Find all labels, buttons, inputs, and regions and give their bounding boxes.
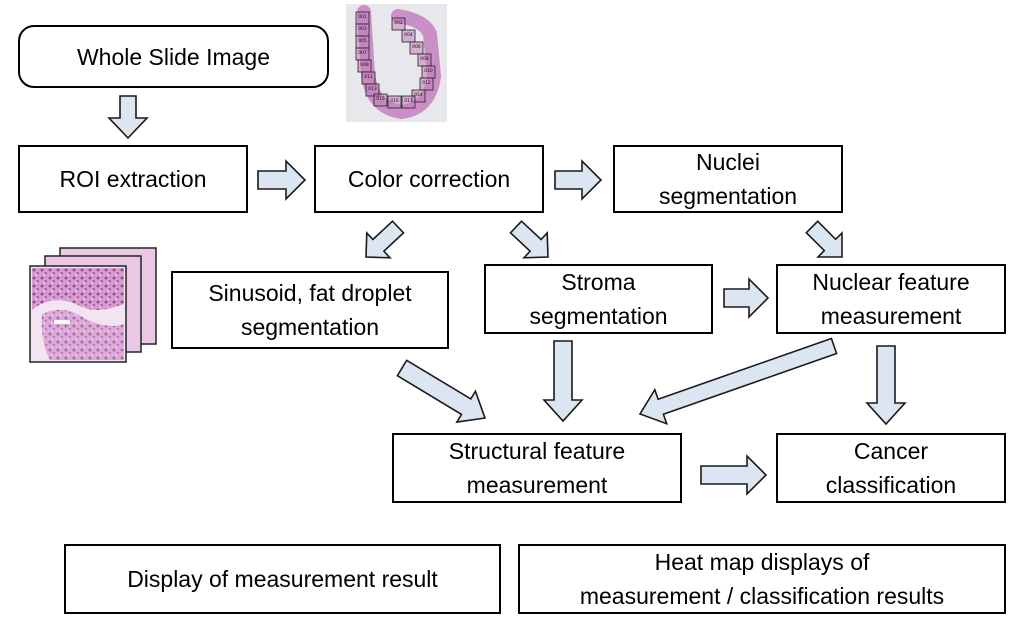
arrow-wsi-to-roi [107, 95, 149, 140]
node-whole-slide-image: Whole Slide Image [18, 25, 329, 88]
wsi-tile-label: 001 [358, 14, 367, 20]
wsi-tile-label: 008 [420, 56, 429, 62]
wsi-thumbnail: 001 002 003 004 005 006 007 008 009 010 011 012 013 0… [346, 4, 447, 122]
arrow-roi-to-color [257, 159, 307, 201]
wsi-tile [409, 41, 424, 55]
node-display-measurement: Display of measurement result [64, 544, 501, 614]
node-sinusoid-segmentation: Sinusoid, fat droplet segmentation [171, 271, 449, 349]
wsi-tile [401, 95, 416, 109]
wsi-tile-label: 013 [368, 86, 377, 92]
wsi-tile [365, 83, 380, 97]
wsi-tiles: 001 002 003 004 005 006 007 008 009 010 011 012 013 0… [355, 11, 436, 109]
wsi-tile [373, 93, 388, 107]
arrow-color-to-sinusoid [365, 220, 405, 259]
wsi-tile-label: 014 [414, 92, 423, 98]
wsi-tile-label: 006 [412, 44, 421, 50]
wsi-tile [419, 77, 434, 91]
node-roi-extraction: ROI extraction [18, 145, 248, 213]
roi-thumbnail-stack [29, 247, 157, 363]
wsi-tile [387, 95, 402, 109]
node-cancer-classification: Cancer classification [776, 433, 1006, 503]
wsi-tile-label: 011 [364, 74, 373, 80]
wsi-tile-label: 009 [360, 62, 369, 68]
arrow-nuclear-to-structural [638, 337, 838, 426]
arrow-nuclei-to-nuclear [805, 220, 843, 258]
node-nuclear-feature-measurement: Nuclear feature measurement [776, 264, 1006, 334]
wsi-tile-label: 010 [424, 68, 433, 74]
arrow-structural-to-cancer [700, 454, 768, 496]
wsi-tile-label: 015 [376, 96, 385, 102]
arrow-sinusoid-to-structural [396, 359, 487, 424]
wsi-tile-label: 002 [394, 20, 403, 26]
wsi-tile-label: 016 [390, 98, 399, 104]
wsi-tile-label: 004 [404, 32, 413, 38]
node-color-correction: Color correction [314, 145, 544, 213]
wsi-tile-label: 012 [422, 80, 431, 86]
wsi-tile [391, 17, 406, 31]
wsi-tile-label: 017 [404, 98, 413, 104]
arrow-stroma-to-nuclear [723, 277, 770, 319]
arrow-color-to-stroma [509, 220, 549, 259]
wsi-tile-label: 005 [358, 38, 367, 44]
arrow-nuclear-to-cancer [865, 345, 907, 426]
arrow-color-to-nuclei [554, 159, 603, 201]
wsi-tile [401, 29, 416, 43]
node-stroma-segmentation: Stroma segmentation [484, 264, 713, 334]
node-structural-feature-measurement: Structural feature measurement [392, 433, 682, 503]
node-nuclei-segmentation: Nuclei segmentation [613, 145, 843, 213]
arrow-stroma-to-structural [542, 340, 584, 423]
wsi-tile-label: 007 [358, 50, 367, 56]
wsi-tile-label: 003 [358, 26, 367, 32]
node-heatmap-display: Heat map displays of measurement / class… [518, 544, 1006, 614]
